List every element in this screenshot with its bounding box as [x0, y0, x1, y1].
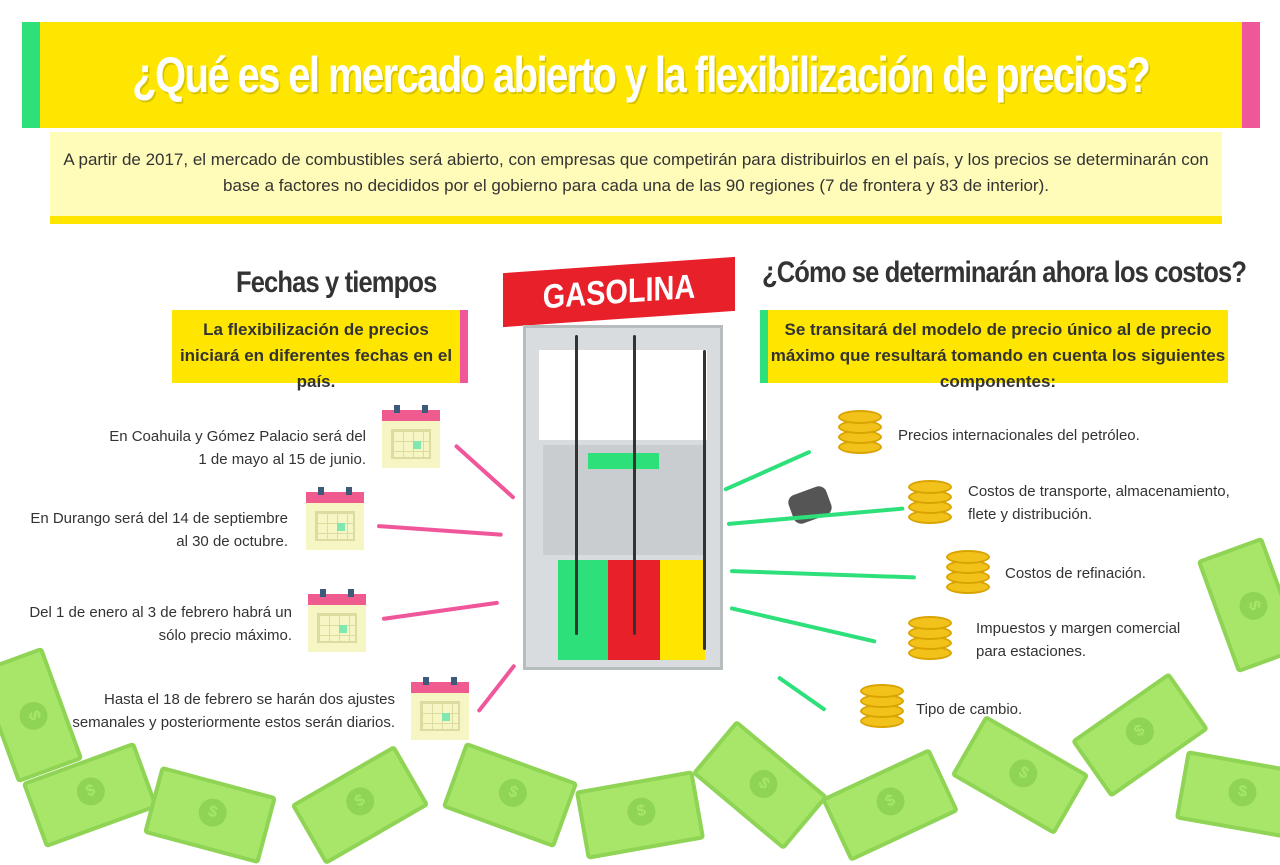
intro-text: A partir de 2017, el mercado de combusti…: [50, 132, 1222, 224]
connector-line: [381, 600, 500, 621]
coins-icon: [838, 410, 884, 458]
right-info-box: Se transitará del modelo de precio único…: [760, 310, 1228, 391]
component-item: Costos de refinación.: [1005, 565, 1146, 582]
date-item: En Coahuila y Gómez Palacio será del 1 d…: [109, 428, 366, 468]
component-item: Tipo de cambio.: [916, 701, 1023, 718]
left-heading: Fechas y tiempos: [236, 266, 437, 299]
coins-icon: [908, 480, 954, 528]
coins-icon: [908, 616, 954, 664]
component-item: Impuestos y margen comercial para estaci…: [976, 620, 1181, 660]
connector-line: [776, 675, 827, 712]
connector-line: [376, 524, 503, 537]
component-item: Costos de transporte, almacenamiento, fl…: [968, 483, 1230, 523]
component-item: Precios internacionales del petróleo.: [898, 427, 1140, 444]
calendar-icon: [308, 589, 366, 652]
gas-pump-illustration: GASOLINA: [503, 255, 748, 675]
title-banner: ¿Qué es el mercado abierto y la flexibil…: [22, 22, 1260, 128]
left-info-box: La flexibilización de precios iniciará e…: [172, 310, 468, 391]
date-item: Del 1 de enero al 3 de febrero habrá un …: [29, 604, 292, 644]
coins-icon: [860, 684, 906, 732]
calendar-icon: [411, 677, 469, 740]
right-heading: ¿Cómo se determinarán ahora los costos?: [762, 256, 1247, 289]
connector-line: [729, 606, 877, 644]
page-title: ¿Qué es el mercado abierto y la flexibil…: [132, 47, 1151, 103]
coins-icon: [946, 550, 992, 598]
calendar-icon: [306, 487, 364, 550]
pump-sign-label: GASOLINA: [542, 267, 696, 317]
date-item: En Durango será del 14 de septiembre al …: [30, 510, 288, 550]
calendar-icon: [382, 405, 440, 468]
connector-line: [729, 569, 916, 580]
date-item: Hasta el 18 de febrero se harán dos ajus…: [72, 691, 395, 731]
pump-sign: GASOLINA: [503, 256, 735, 328]
